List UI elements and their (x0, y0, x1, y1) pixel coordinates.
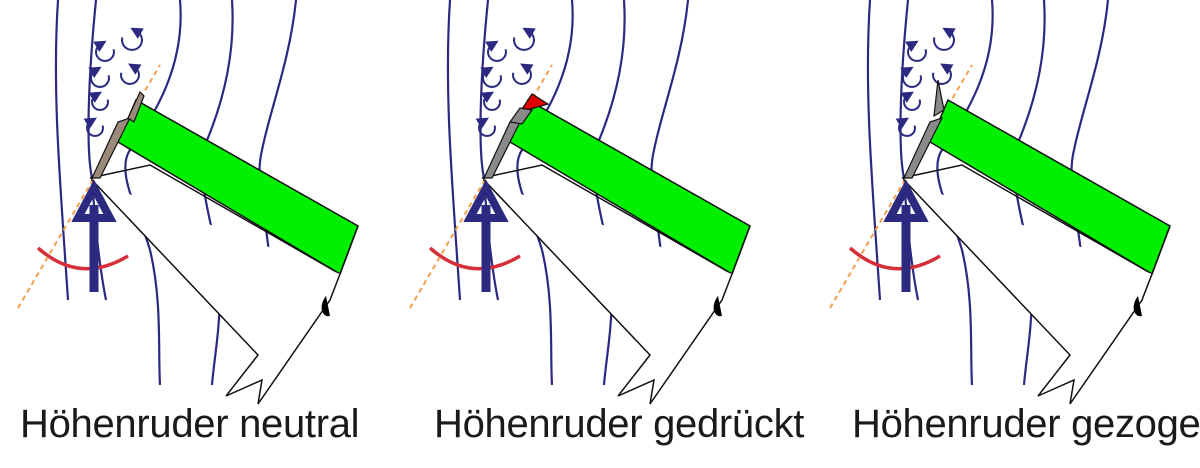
vortex-icon (900, 66, 923, 88)
caption-neutral: Höhenruder neutral (20, 402, 360, 446)
elevator-tab (508, 107, 534, 125)
fuselage-outline (483, 179, 733, 405)
elevator-surface (903, 116, 944, 179)
lift-arrow-icon (883, 179, 929, 222)
caption-pulled: Höhenruder gezogen (852, 402, 1200, 446)
streamline-3 (124, 0, 182, 386)
stabilizer-edge (481, 164, 751, 276)
fuselage-outline (91, 179, 341, 405)
vortex-icon (512, 27, 536, 51)
vortex-icon (120, 27, 144, 51)
panel-neutral (17, 0, 359, 405)
vortex-icon (900, 91, 922, 111)
rotation-arc-icon (428, 246, 521, 271)
vortex-icon (932, 27, 956, 51)
vortex-icon (480, 91, 502, 111)
vortex-icon (511, 63, 534, 86)
vortex-icon (119, 63, 142, 86)
lift-arrow-icon (71, 179, 117, 222)
rotation-arc-icon (848, 246, 941, 271)
vortex-icon (895, 117, 917, 137)
hinge-icon (321, 296, 330, 317)
vortex-icon (485, 40, 508, 62)
elevator-deflection (518, 93, 550, 114)
vortex-icon (905, 40, 928, 62)
streamline-1 (866, 0, 882, 301)
stabilizer-edge (89, 164, 359, 276)
vortex-icon (480, 66, 503, 88)
vortex-icon (88, 66, 111, 88)
elevator-tab (933, 79, 945, 118)
elevator-tab (127, 90, 145, 123)
fuselage-outline (903, 179, 1153, 405)
streamline-1 (54, 0, 70, 301)
vortex-icon (93, 40, 116, 62)
vortex-icon (83, 117, 105, 137)
vortex-icon (475, 117, 497, 137)
vortex-icon (931, 63, 954, 86)
streamline-3 (936, 0, 994, 386)
vortex-icon (88, 91, 110, 111)
hinge-icon (713, 296, 722, 317)
streamline-3 (516, 0, 574, 386)
panel-pushed (409, 0, 751, 405)
hinge-icon (1133, 296, 1142, 317)
lift-arrow-icon (463, 179, 509, 222)
panel-pulled (829, 0, 1171, 405)
caption-pushed: Höhenruder gedrückt (434, 402, 805, 446)
streamline-1 (446, 0, 462, 301)
rotation-arc-icon (36, 246, 129, 271)
stabilizer-edge (901, 164, 1171, 276)
